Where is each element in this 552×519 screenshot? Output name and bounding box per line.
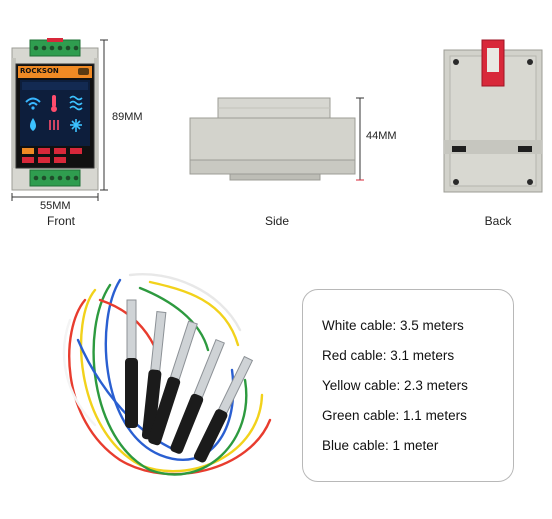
front-height-label: 89MM bbox=[112, 111, 143, 123]
side-height-label: 44MM bbox=[366, 130, 397, 142]
cable-spec-yellow: Yellow cable: 2.3 meters bbox=[322, 378, 468, 393]
snowflake-icon bbox=[70, 119, 82, 132]
cable-spec-white: White cable: 3.5 meters bbox=[322, 318, 464, 333]
front-bottom-terminal bbox=[29, 169, 81, 187]
front-caption: Front bbox=[46, 214, 75, 228]
wifi-icon bbox=[25, 97, 41, 106]
cable-spec-blue: Blue cable: 1 meter bbox=[322, 438, 439, 453]
front-screen bbox=[20, 80, 90, 146]
side-caption: Side bbox=[264, 214, 290, 228]
back-caption: Back bbox=[484, 214, 512, 228]
front-width-label: 55MM bbox=[40, 200, 71, 212]
drop-icon bbox=[30, 118, 36, 131]
cable-spec-green: Green cable: 1.1 meters bbox=[322, 408, 467, 423]
sensor-probes bbox=[125, 299, 254, 463]
cable-length-panel: White cable: 3.5 meters Red cable: 3.1 m… bbox=[302, 289, 514, 482]
cable-spec-red: Red cable: 3.1 meters bbox=[322, 348, 455, 363]
device-brand-label: ROCKSON bbox=[20, 67, 59, 75]
